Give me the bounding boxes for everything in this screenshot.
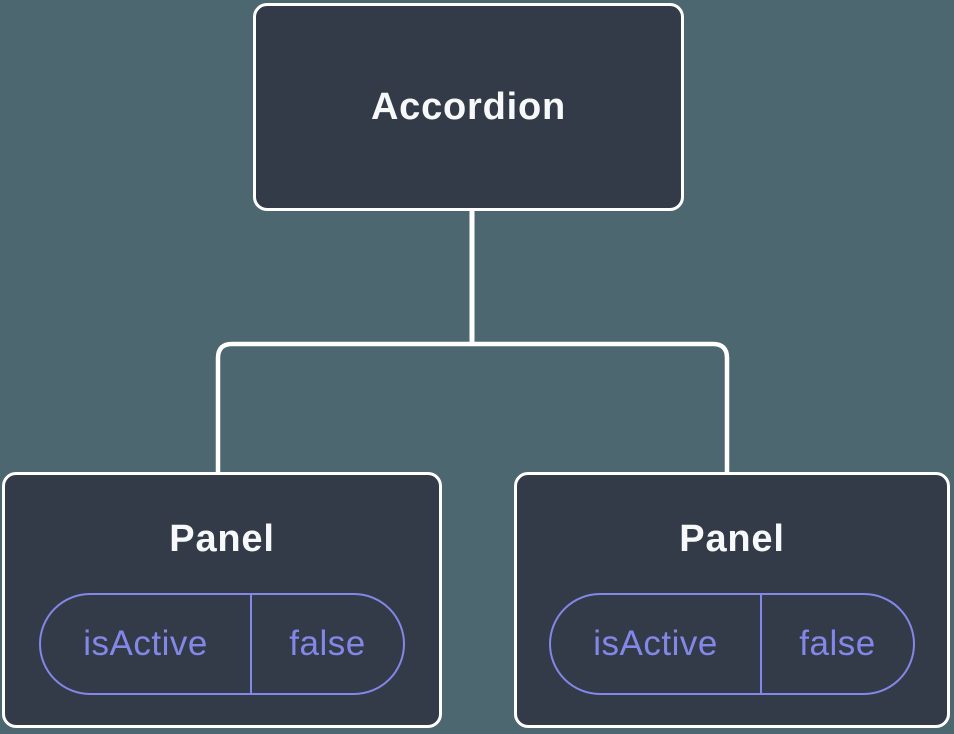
child-node-panel-2: Panel isActive false [514,472,950,728]
state-key: isActive [41,595,253,693]
state-value: false [289,624,366,663]
child-node-panel-1: Panel isActive false [2,472,442,728]
panel-node-label: Panel [169,518,275,560]
panel-node-label: Panel [679,518,785,560]
state-key: isActive [551,595,763,693]
root-node-accordion: Accordion [253,3,684,211]
state-value: false [799,624,876,663]
state-pill: isActive false [549,593,915,695]
root-node-label: Accordion [370,86,567,128]
state-pill: isActive false [39,593,405,695]
connector-branch [215,341,730,476]
